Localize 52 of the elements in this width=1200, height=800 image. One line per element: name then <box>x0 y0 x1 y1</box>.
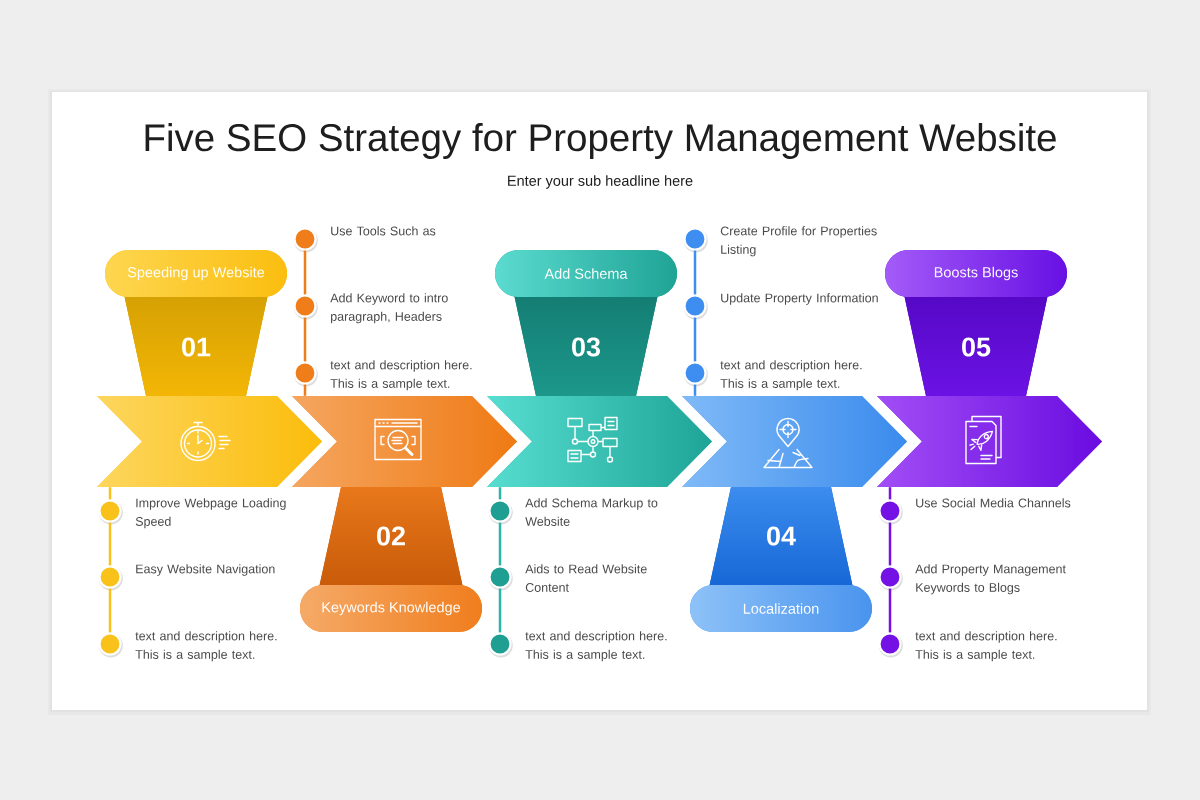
timeline-line <box>888 487 892 500</box>
step-text: Aids to Read Website Content <box>525 564 647 592</box>
step-text: text and description here. This is a sample text. <box>135 631 277 662</box>
timeline-line <box>303 317 307 362</box>
timeline-dot <box>683 294 708 320</box>
timeline-line <box>108 588 112 633</box>
pill-label: Keywords Knowledge <box>300 585 482 632</box>
timeline-dot <box>98 565 123 591</box>
pill-label: Add Schema <box>495 250 677 297</box>
timeline-dot <box>878 499 903 525</box>
step-text: text and description here. This is a sample text. <box>915 631 1057 662</box>
timeline-line <box>693 384 697 396</box>
step-text: Use Tools Such as <box>331 226 436 236</box>
step-text: Add Property Management Keywords to Blogs <box>915 564 1066 595</box>
timeline-dot <box>878 565 903 591</box>
timeline-line <box>498 487 502 500</box>
timeline-line <box>693 250 697 295</box>
step-text: text and description here. This is a sample text. <box>330 360 472 391</box>
pill-label: Localization <box>690 585 872 632</box>
timeline-dot <box>683 227 708 253</box>
timeline-line <box>498 588 502 633</box>
timeline-dot <box>293 294 318 320</box>
step-text: Create Profile for Properties Listing <box>720 226 877 257</box>
pill-label: Speeding up Website <box>105 250 287 297</box>
timeline-dot <box>488 632 513 658</box>
step-text: text and description here. This is a sample text. <box>525 631 667 662</box>
title: Five SEO Strategy for Property Management Website <box>145 123 1056 159</box>
pill-label: Boosts Blogs <box>885 250 1067 297</box>
step-text: Improve Webpage Loading Speed <box>135 498 286 529</box>
step-text: text and description here. This is a sample text. <box>720 360 862 391</box>
timeline-line <box>888 522 892 566</box>
timeline-line <box>888 588 892 633</box>
timeline-line <box>693 317 697 362</box>
step-text: Use Social Media Channels <box>916 498 1071 508</box>
subtitle: Enter your sub headline here <box>508 175 693 189</box>
timeline-line <box>303 250 307 295</box>
timeline-line <box>498 522 502 566</box>
timeline-line <box>303 384 307 396</box>
timeline-line <box>108 522 112 566</box>
timeline-dot <box>488 565 513 591</box>
timeline-dot <box>683 361 708 387</box>
timeline-dot <box>98 499 123 525</box>
timeline-line <box>108 487 112 500</box>
step-text: Add Schema Markup to Website <box>525 498 658 526</box>
timeline-dot <box>293 361 318 387</box>
step-text: Update Property Information <box>721 293 878 305</box>
step-text: Easy Website Navigation <box>136 564 275 576</box>
timeline-dot <box>488 499 513 525</box>
step-text: Add Keyword to intro paragraph, Headers <box>330 293 448 324</box>
timeline-dot <box>293 227 318 253</box>
timeline-dot <box>98 632 123 658</box>
timeline-dot <box>878 632 903 658</box>
